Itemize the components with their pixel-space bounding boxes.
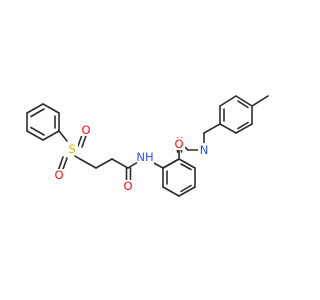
bond bbox=[95, 158, 113, 169]
bond bbox=[111, 158, 129, 169]
bond bbox=[219, 123, 237, 134]
atom-o-amide-right: O bbox=[173, 137, 185, 151]
bond bbox=[79, 158, 97, 169]
bond bbox=[235, 95, 253, 107]
bond bbox=[219, 95, 237, 107]
bond bbox=[26, 103, 44, 114]
atom-o-sulfonyl-top: O bbox=[80, 123, 92, 137]
atom-nh-amide-left-label: NH bbox=[136, 150, 153, 164]
bond bbox=[237, 100, 249, 109]
bond bbox=[30, 126, 45, 136]
bond bbox=[57, 156, 64, 172]
bond bbox=[237, 121, 249, 130]
bond bbox=[127, 161, 139, 169]
bond bbox=[58, 130, 68, 142]
atom-o-sulfonyl-bottom: O bbox=[53, 168, 65, 182]
bond bbox=[42, 103, 60, 114]
bond bbox=[42, 130, 60, 141]
bond bbox=[180, 163, 192, 171]
atom-o-amide-left-label: O bbox=[123, 179, 132, 193]
bond bbox=[74, 155, 81, 160]
bond bbox=[162, 158, 180, 169]
atom-n-amide-right: N bbox=[198, 143, 210, 157]
bond bbox=[162, 186, 180, 197]
atom-o-amide-right-label: O bbox=[174, 137, 183, 151]
central-ring bbox=[162, 158, 196, 197]
atom-n-amide-right-label: N bbox=[200, 143, 209, 157]
atom-nh-amide-left: NH bbox=[136, 150, 154, 164]
atom-o-amide-left: O bbox=[122, 179, 134, 193]
bond bbox=[30, 108, 45, 118]
methyl-bond bbox=[251, 95, 269, 107]
atom-o-sulfonyl-bottom-label: O bbox=[54, 168, 63, 182]
phenyl-ring bbox=[26, 103, 60, 141]
bond bbox=[203, 123, 221, 134]
bond bbox=[180, 184, 192, 193]
bond bbox=[235, 123, 253, 134]
tolyl-ring bbox=[219, 95, 253, 134]
atom-sulfur-label: S bbox=[68, 142, 75, 156]
bond bbox=[178, 186, 196, 197]
bond bbox=[26, 130, 44, 141]
atom-sulfur: S bbox=[66, 142, 78, 156]
molecule-structure: O N NH O S O O bbox=[26, 95, 269, 197]
atom-o-sulfonyl-top-label: O bbox=[81, 123, 90, 137]
bond bbox=[178, 158, 196, 169]
